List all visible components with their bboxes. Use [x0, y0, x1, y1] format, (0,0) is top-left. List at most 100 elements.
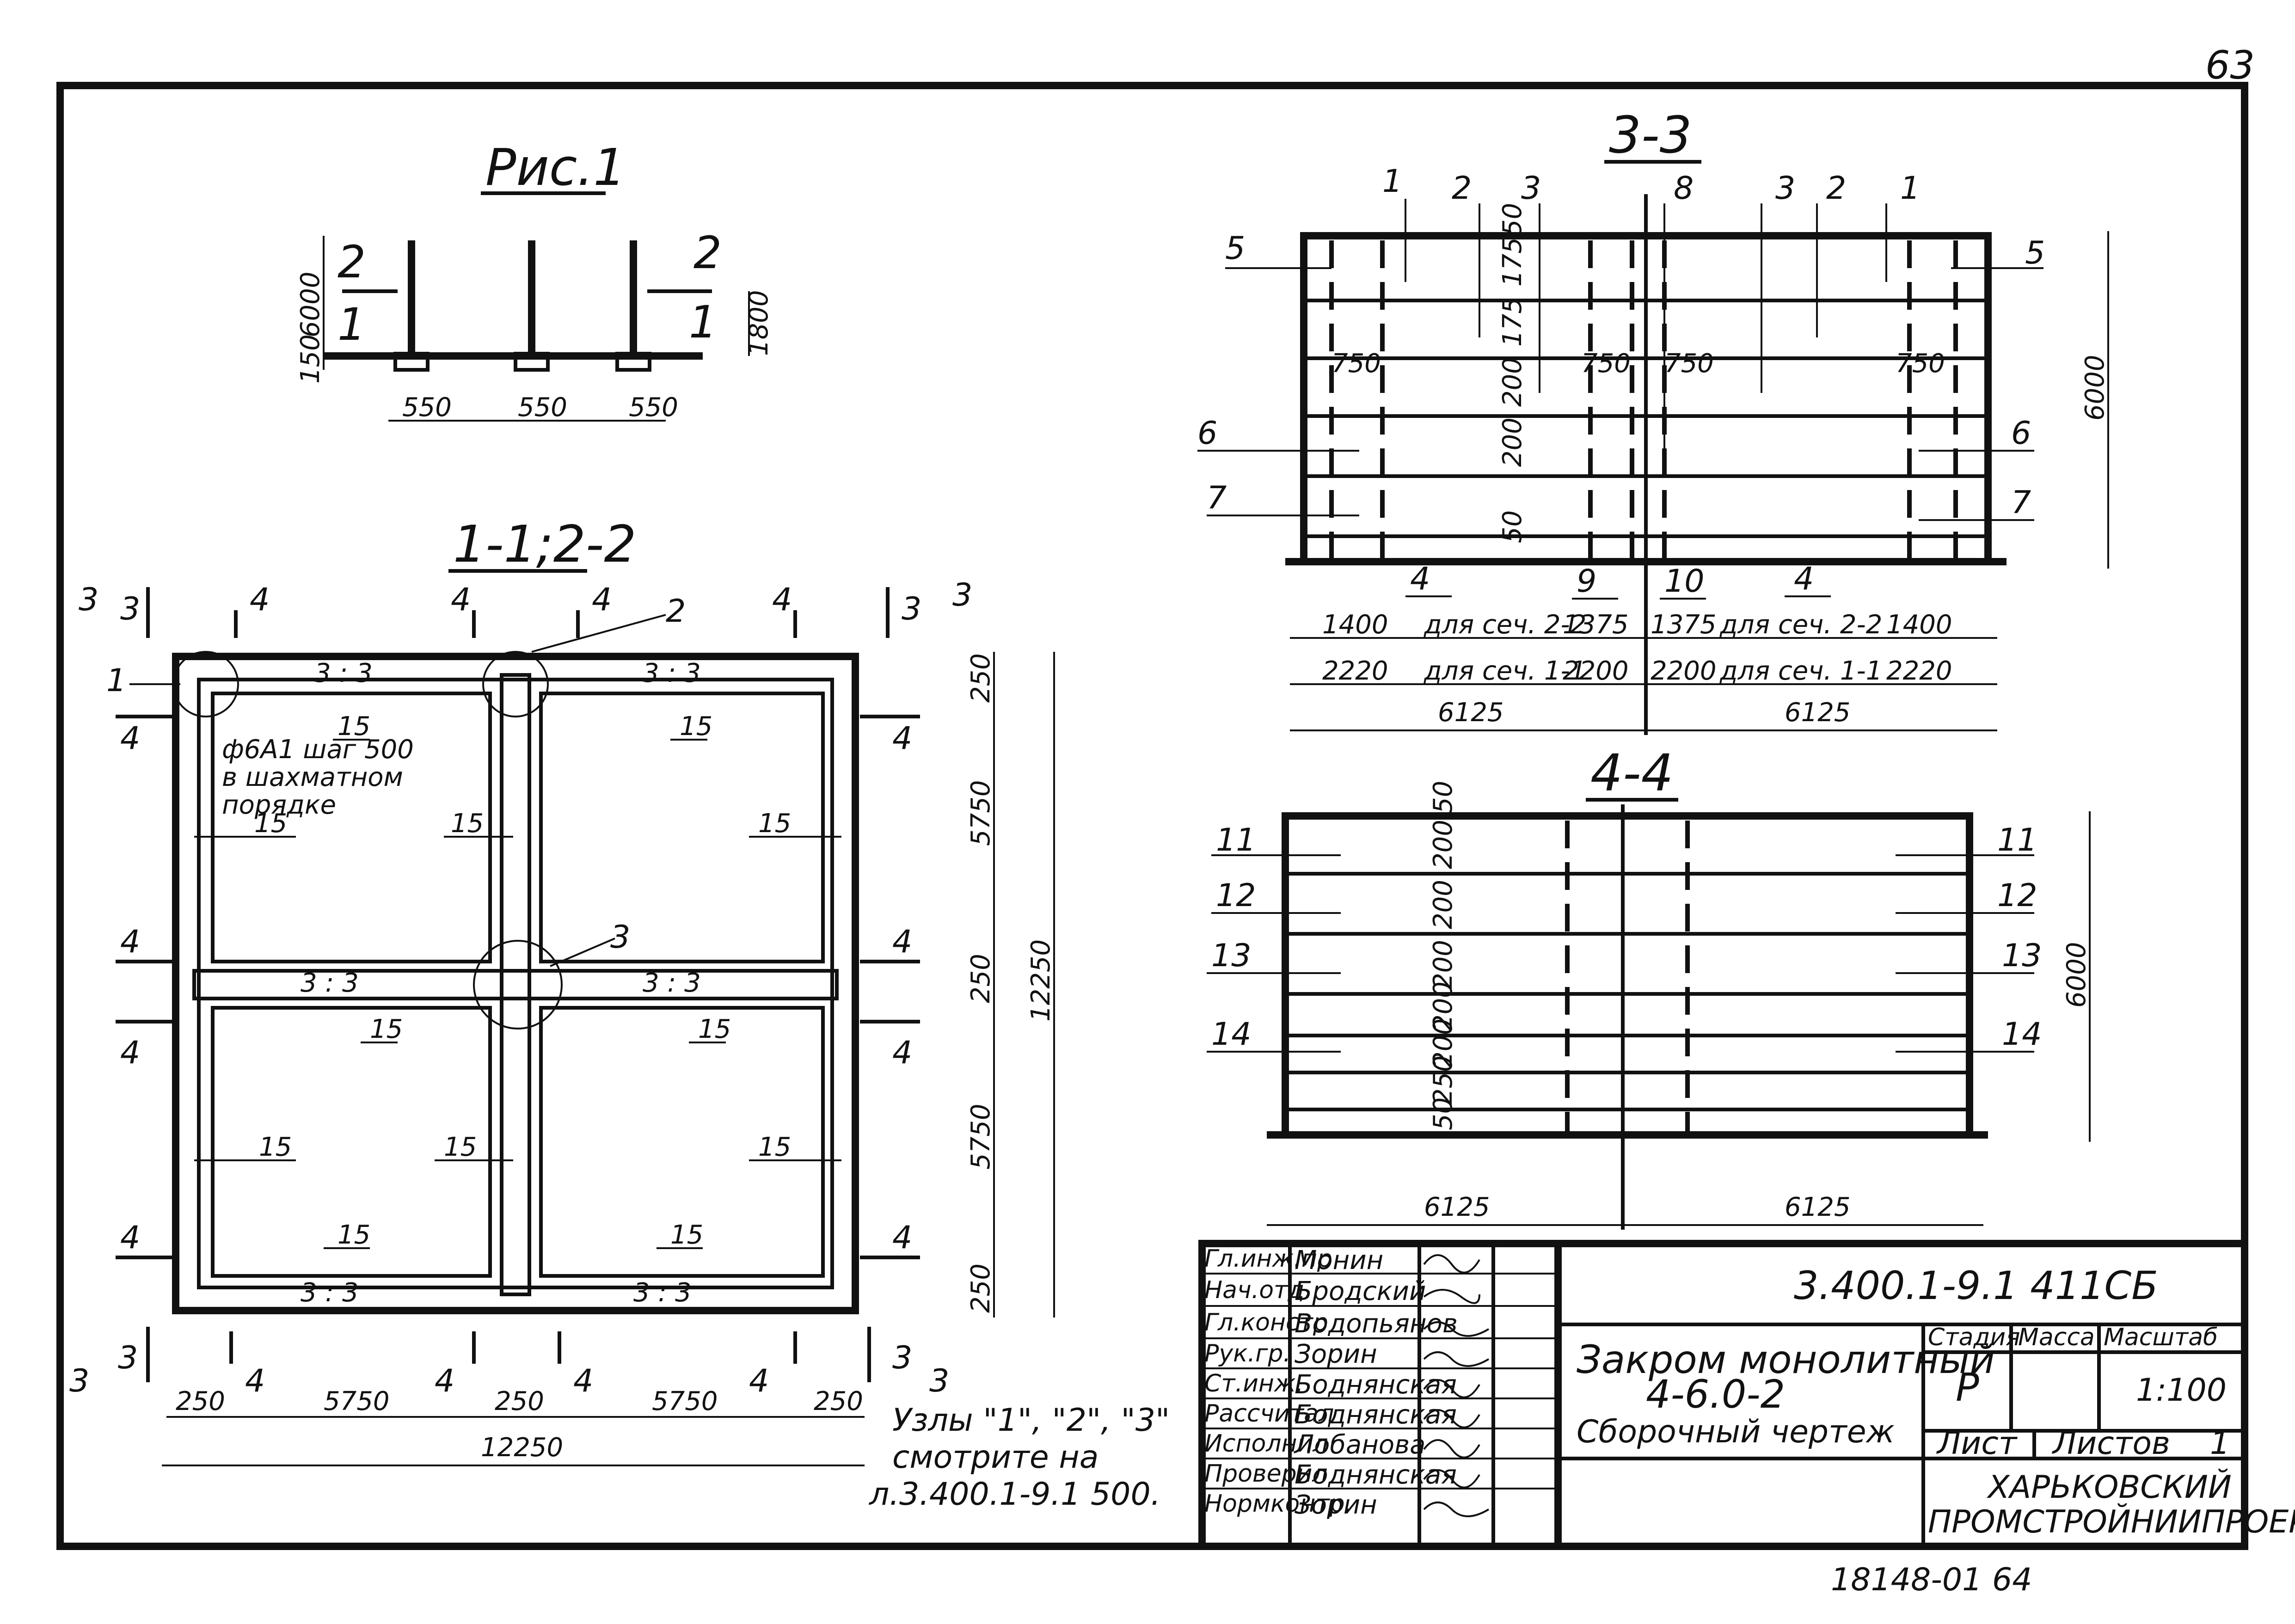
plan-dim-r2: 5750: [966, 780, 996, 846]
s44-right-13: 13: [2002, 938, 2042, 974]
fig1: Рис.1 6000 150 2 1 2 1 1800 550 550 550: [295, 138, 774, 423]
s33-dim-50-top: 50: [1497, 203, 1528, 236]
plan-cut4-b4: 4: [749, 1363, 769, 1399]
s33-dim-200b: 200: [1497, 417, 1528, 467]
plan-cut3-bl2: 3: [118, 1340, 138, 1376]
bar-mark-mid-right: 3 : 3: [643, 968, 701, 998]
s33-dim-750b: 750: [1581, 349, 1631, 379]
fig1-dim-height: 6000: [295, 271, 325, 337]
plan-cut4-r2: 4: [892, 924, 912, 960]
tb-name-6: Боднянская: [1295, 1400, 1457, 1430]
plan-cut3-br: 3: [892, 1340, 912, 1376]
s44-dim-200a: 200: [1428, 820, 1458, 869]
s33-dim-height: 6000: [2080, 355, 2110, 421]
plan-cut4-t1: 4: [250, 582, 270, 618]
s33-top-3r: 3: [1775, 170, 1795, 207]
rebar-15-f: 15: [370, 1014, 403, 1044]
nodes-note-line1: Узлы "1", "2", "3": [892, 1402, 1170, 1439]
tb-sheet-label: Лист: [1936, 1425, 2018, 1462]
tb-sheets-label: Листов: [2051, 1425, 2170, 1462]
s44-right-14: 14: [2002, 1016, 2042, 1053]
s44-dim-height: 6000: [2062, 942, 2092, 1008]
plan-title: 1-1;2-2: [453, 515, 636, 574]
plan-cut3-br2: 3: [929, 1363, 949, 1399]
fig1-cut-right-bottom: 1: [689, 296, 717, 348]
s33-left-7: 7: [1207, 480, 1227, 516]
tb-role-3: Гл.констр: [1204, 1309, 1328, 1336]
section33-title: 3-3: [1609, 105, 1692, 165]
tb-col-scale: Масштаб: [2104, 1324, 2218, 1351]
plan-cut4-t4: 4: [772, 582, 792, 618]
tb-role-4: Рук.гр.: [1204, 1340, 1291, 1367]
rebar-15-h: 15: [259, 1132, 292, 1162]
fig1-cut-left-bottom: 1: [338, 299, 366, 350]
s33-r2-b: для сеч. 1-1: [1424, 656, 1586, 686]
tb-col-mass: Масса: [2018, 1324, 2095, 1351]
plan-view: 1-1;2-2 1 2 3 3 : 3 3 : 3 3 : 3 3 : 3 3 …: [69, 515, 1056, 1466]
tb-name-5: Боднянская: [1295, 1370, 1457, 1400]
s33-r1-d: 1375: [1651, 610, 1717, 640]
plan-dim-total-bottom: 12250: [481, 1433, 563, 1463]
tb-code: 3.400.1-9.1 411СБ: [1794, 1263, 2158, 1308]
plan-dim-r5: 250: [966, 1263, 996, 1313]
bar-mark-mid-left: 3 : 3: [301, 968, 359, 998]
s33-dim-750c: 750: [1664, 349, 1714, 379]
s33-bottom-4b: 4: [1794, 561, 1814, 597]
fig1-dim-base: 150: [295, 334, 325, 384]
node-2-circle: [482, 651, 549, 717]
plan-cut4-b1: 4: [245, 1363, 265, 1399]
plan-cut4-b3: 4: [573, 1363, 593, 1399]
bar-mark-bottom-right: 3 : 3: [633, 1278, 692, 1308]
tb-org-line2: ПРОМСТРОЙНИИПРОЕКТ: [1928, 1503, 2295, 1540]
tb-sheets: 1: [2210, 1425, 2230, 1462]
s33-top-1: 1: [1382, 163, 1402, 200]
fig1-dim-side: 1800: [744, 290, 774, 356]
section-3-3: 3-3 1 2 3 8 3 2 1 5 6: [1197, 105, 2110, 735]
plan-note-line2: в шахматном: [222, 762, 403, 792]
plan-note-line1: ф6А1 шаг 500: [222, 735, 414, 765]
s44-right-11: 11: [1997, 822, 2037, 858]
tb-name-line2: 4-6.0-2: [1646, 1372, 1785, 1417]
s33-right-7: 7: [2011, 484, 2031, 521]
plan-cut3-tr2: 3: [952, 577, 972, 613]
s33-r2-a: 2220: [1322, 656, 1388, 686]
tb-name-line1: Закром монолитный: [1577, 1337, 1995, 1382]
s33-dim-175a: 175: [1497, 237, 1528, 287]
s44-dim-50-top: 50: [1428, 781, 1458, 814]
rebar-15-i: 15: [444, 1132, 477, 1162]
plan-dim-b3: 250: [495, 1386, 544, 1416]
s44-dim-250: 250: [1428, 1055, 1458, 1105]
s33-right-6: 6: [2011, 415, 2031, 452]
rebar-15-a: 15: [338, 711, 370, 742]
nodes-note-line2: смотрите на: [892, 1439, 1098, 1476]
s33-dim-50-bottom: 50: [1497, 510, 1528, 543]
plan-dim-total-right: 12250: [1026, 939, 1056, 1022]
node-3-label: 3: [610, 919, 630, 956]
bar-mark-bottom-left: 3 : 3: [301, 1278, 359, 1308]
s33-bottom-9: 9: [1577, 563, 1596, 600]
s33-r2-d: 2200: [1651, 656, 1717, 686]
s33-bottom-10: 10: [1664, 563, 1705, 600]
tb-role-9: Нормконтр.: [1204, 1490, 1352, 1518]
rebar-15-c: 15: [254, 809, 287, 839]
s33-r2-f: 2220: [1886, 656, 1952, 686]
fig1-dim-2: 550: [518, 392, 567, 423]
tb-role-7: Исполнил: [1204, 1430, 1328, 1458]
s33-r3-a: 6125: [1438, 698, 1504, 728]
s44-dim-b2: 6125: [1785, 1192, 1851, 1222]
tb-scale: 1:100: [2136, 1372, 2227, 1409]
tb-org-line1: ХАРЬКОВСКИЙ: [1987, 1469, 2232, 1506]
tb-role-6: Рассчитал: [1204, 1400, 1334, 1428]
nodes-note-line3: л.3.400.1-9.1 500.: [868, 1476, 1160, 1513]
s44-dim-200e: 200: [1428, 1018, 1458, 1068]
plan-outer-wall: [172, 653, 859, 1314]
rebar-15-e: 15: [758, 809, 791, 839]
fig1-cut-left-top: 2: [338, 236, 366, 288]
bar-mark-top-left: 3 : 3: [314, 658, 373, 688]
tb-stage: Р: [1956, 1365, 1979, 1410]
tb-name-2: Бродский: [1295, 1276, 1426, 1306]
s33-r2-c: 2200: [1563, 656, 1629, 686]
section44-title: 4-4: [1590, 743, 1674, 803]
fig1-dim-3: 550: [629, 392, 678, 423]
